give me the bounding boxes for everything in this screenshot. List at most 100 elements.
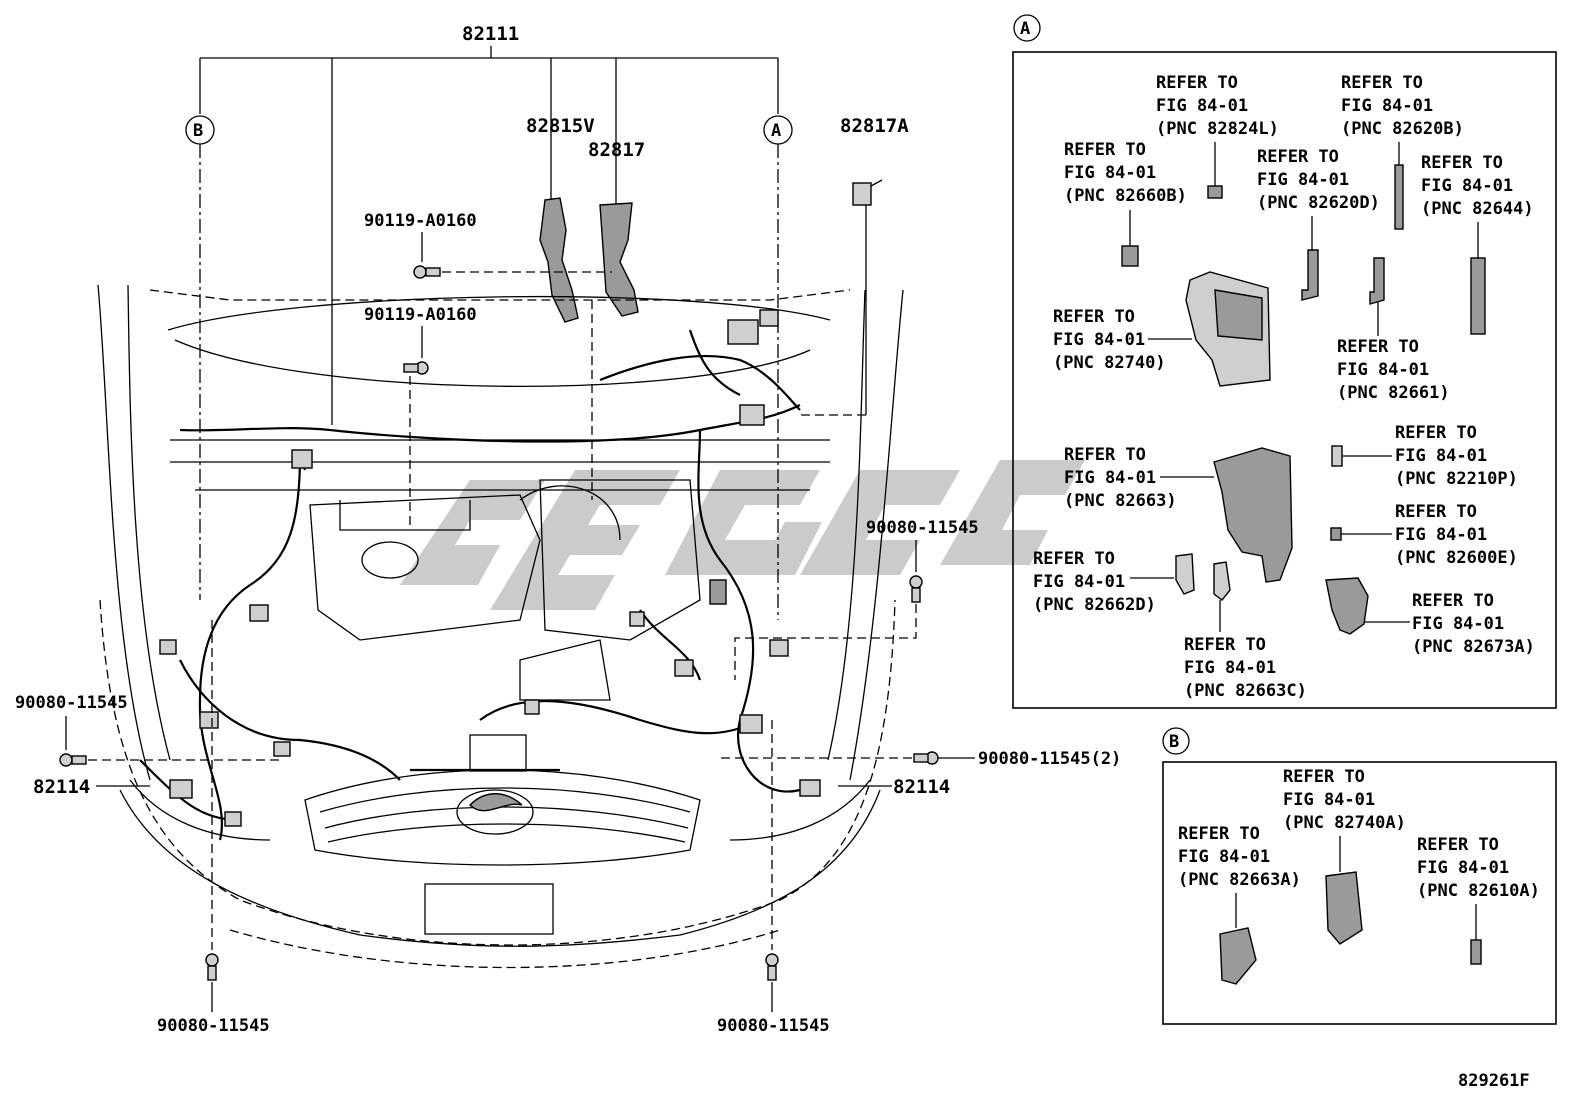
ref-82740: REFER TO FIG 84-01 (PNC 82740) [1053,271,1271,387]
label-82817: 82817 [588,139,645,161]
ref-82600e: REFER TO FIG 84-01 (PNC 82600E) [1330,502,1518,568]
svg-text:(PNC 82663): (PNC 82663) [1064,491,1177,511]
svg-text:(PNC 82663A): (PNC 82663A) [1178,870,1301,890]
svg-text:(PNC 82620D): (PNC 82620D) [1257,193,1380,213]
ref-82620b: REFER TO FIG 84-01 (PNC 82620B) [1341,73,1464,230]
svg-text:FIG 84-01: FIG 84-01 [1178,847,1270,867]
svg-text:REFER TO: REFER TO [1184,635,1266,655]
svg-text:(PNC 82620B): (PNC 82620B) [1341,119,1464,139]
svg-text:FIG 84-01: FIG 84-01 [1412,614,1504,634]
svg-text:(PNC 82740): (PNC 82740) [1053,353,1166,373]
svg-text:REFER TO: REFER TO [1033,549,1115,569]
part-82817 [599,202,639,317]
harness-82111 [139,309,821,841]
bolt-icon [403,361,429,375]
svg-text:REFER TO: REFER TO [1395,423,1477,443]
bolt-label-bottom-right: 90080-11545 [717,1016,830,1036]
svg-text:(PNC 82740A): (PNC 82740A) [1283,813,1406,833]
main-part-bracket [199,46,779,425]
svg-text:(PNC 82673A): (PNC 82673A) [1412,637,1535,657]
bolt-label-b2: 90119-A0160 [364,305,477,325]
inset-b-marker: B [1162,727,1190,755]
ref-82740a: REFER TO FIG 84-01 (PNC 82740A) [1283,767,1406,945]
svg-text:REFER TO: REFER TO [1064,140,1146,160]
ref-82620d: REFER TO FIG 84-01 (PNC 82620D) [1257,147,1380,301]
svg-text:FIG 84-01: FIG 84-01 [1064,163,1156,183]
svg-text:REFER TO: REFER TO [1341,73,1423,93]
bolt-icon [413,265,441,279]
svg-text:A: A [771,121,781,141]
svg-text:REFER TO: REFER TO [1417,835,1499,855]
svg-text:(PNC 82644): (PNC 82644) [1421,199,1534,219]
svg-text:FIG 84-01: FIG 84-01 [1184,658,1276,678]
inset-a-marker: A [1013,14,1041,42]
svg-text:FIG 84-01: FIG 84-01 [1156,96,1248,116]
svg-text:FIG 84-01: FIG 84-01 [1395,525,1487,545]
svg-text:FIG 84-01: FIG 84-01 [1341,96,1433,116]
svg-text:(PNC 82210P): (PNC 82210P) [1395,469,1518,489]
bolt-icon [909,575,923,603]
svg-text:(PNC 82824L): (PNC 82824L) [1156,119,1279,139]
svg-text:REFER TO: REFER TO [1412,591,1494,611]
svg-text:B: B [193,121,203,141]
part-82817a [800,179,883,416]
ref-82824l: REFER TO FIG 84-01 (PNC 82824L) [1156,73,1279,199]
bolt-label-r1: 90080-11545 [866,518,979,538]
svg-text:FIG 84-01: FIG 84-01 [1283,790,1375,810]
ref-82610a: REFER TO FIG 84-01 (PNC 82610A) [1417,835,1540,965]
figure-id: 829261F [1458,1071,1530,1091]
ref-82663a: REFER TO FIG 84-01 (PNC 82663A) [1178,824,1301,985]
marker-b: B [185,115,215,145]
svg-text:REFER TO: REFER TO [1337,337,1419,357]
ref-82210p: REFER TO FIG 84-01 (PNC 82210P) [1331,423,1518,489]
svg-text:FIG 84-01: FIG 84-01 [1421,176,1513,196]
svg-text:(PNC 82660B): (PNC 82660B) [1064,186,1187,206]
svg-text:FIG 84-01: FIG 84-01 [1257,170,1349,190]
ref-82673a: REFER TO FIG 84-01 (PNC 82673A) [1325,577,1535,657]
svg-text:REFER TO: REFER TO [1257,147,1339,167]
main-part-label: 82111 [462,23,519,45]
bolt-icon [765,953,779,981]
svg-text:FIG 84-01: FIG 84-01 [1033,572,1125,592]
svg-text:(PNC 82600E): (PNC 82600E) [1395,548,1518,568]
inset-b-frame [1162,761,1557,1025]
svg-text:REFER TO: REFER TO [1053,307,1135,327]
inset-a-frame [1012,51,1557,709]
svg-text:REFER TO: REFER TO [1064,445,1146,465]
ref-82644: REFER TO FIG 84-01 (PNC 82644) [1421,153,1534,335]
bolt-label-l1: 90080-11545 [15,693,128,713]
svg-text:FIG 84-01: FIG 84-01 [1417,858,1509,878]
ref-82663: REFER TO FIG 84-01 (PNC 82663) [1064,445,1293,583]
svg-text:(PNC 82661): (PNC 82661) [1337,383,1450,403]
svg-text:A: A [1020,19,1030,39]
ref-82663c: REFER TO FIG 84-01 (PNC 82663C) [1184,561,1307,701]
ref-82661: REFER TO FIG 84-01 (PNC 82661) [1337,257,1450,403]
bolt-icon [913,751,939,765]
label-82817a: 82817A [840,115,909,137]
svg-text:(PNC 82610A): (PNC 82610A) [1417,881,1540,901]
svg-text:(PNC 82663C): (PNC 82663C) [1184,681,1307,701]
ref-82662d: REFER TO FIG 84-01 (PNC 82662D) [1033,549,1195,615]
bolt-icon [59,753,87,767]
svg-text:(PNC 82662D): (PNC 82662D) [1033,595,1156,615]
vehicle-body [97,284,904,969]
label-82114-right: 82114 [893,776,950,798]
marker-a: A [763,115,793,145]
svg-text:REFER TO: REFER TO [1283,767,1365,787]
watermark-logo [400,460,1085,610]
label-82114-left: 82114 [33,776,90,798]
svg-text:FIG 84-01: FIG 84-01 [1053,330,1145,350]
svg-text:FIG 84-01: FIG 84-01 [1064,468,1156,488]
svg-text:REFER TO: REFER TO [1421,153,1503,173]
part-82815v [539,197,579,323]
svg-text:REFER TO: REFER TO [1178,824,1260,844]
svg-text:REFER TO: REFER TO [1156,73,1238,93]
label-82815v: 82815V [526,115,595,137]
bolt-icon [205,953,219,981]
svg-text:FIG 84-01: FIG 84-01 [1395,446,1487,466]
svg-text:B: B [1169,732,1179,752]
bolt-label-r2: 90080-11545(2) [978,749,1121,769]
svg-text:FIG 84-01: FIG 84-01 [1337,360,1429,380]
svg-text:REFER TO: REFER TO [1395,502,1477,522]
